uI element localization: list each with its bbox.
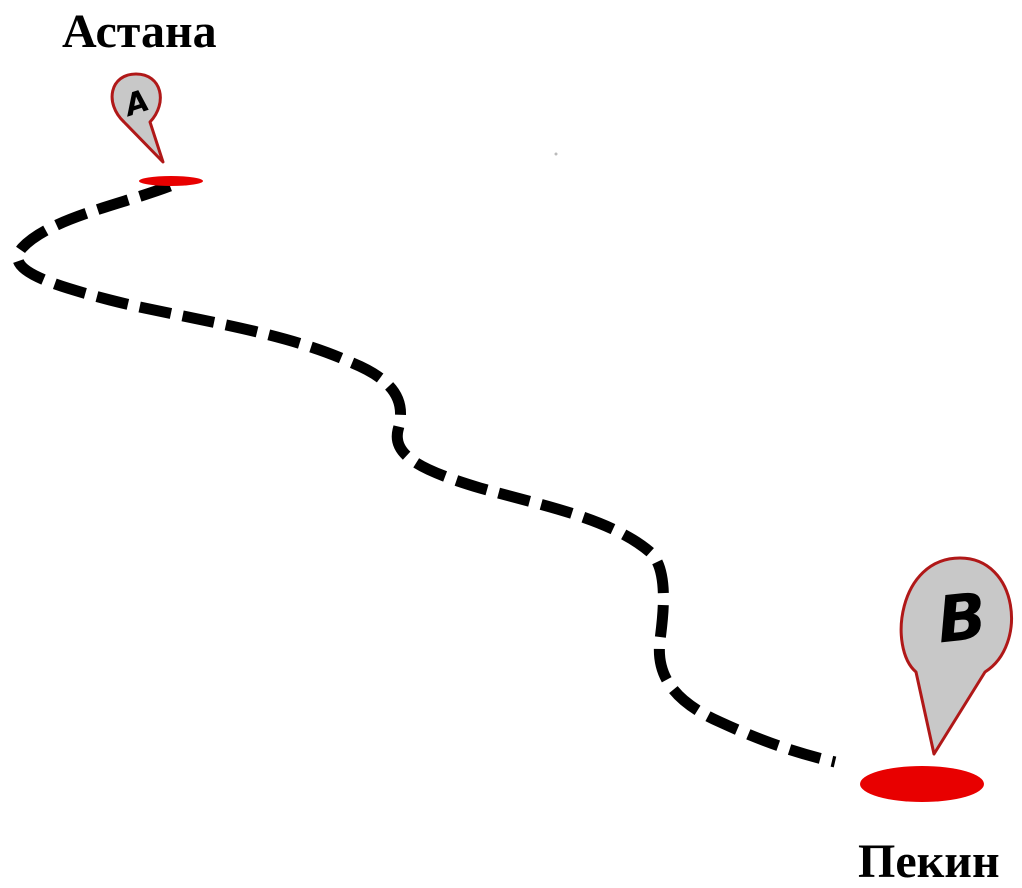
start-city-label: Астана (62, 5, 217, 58)
end-city-label: Пекин (858, 835, 1000, 888)
end-pin-icon[interactable]: B (899, 556, 1013, 756)
start-base-marker (139, 176, 203, 186)
start-pin-icon[interactable]: A (110, 72, 165, 164)
end-base-marker (860, 766, 984, 802)
background-speck (554, 152, 558, 156)
route-path (12, 180, 837, 768)
end-marker-letter: B (934, 580, 990, 659)
